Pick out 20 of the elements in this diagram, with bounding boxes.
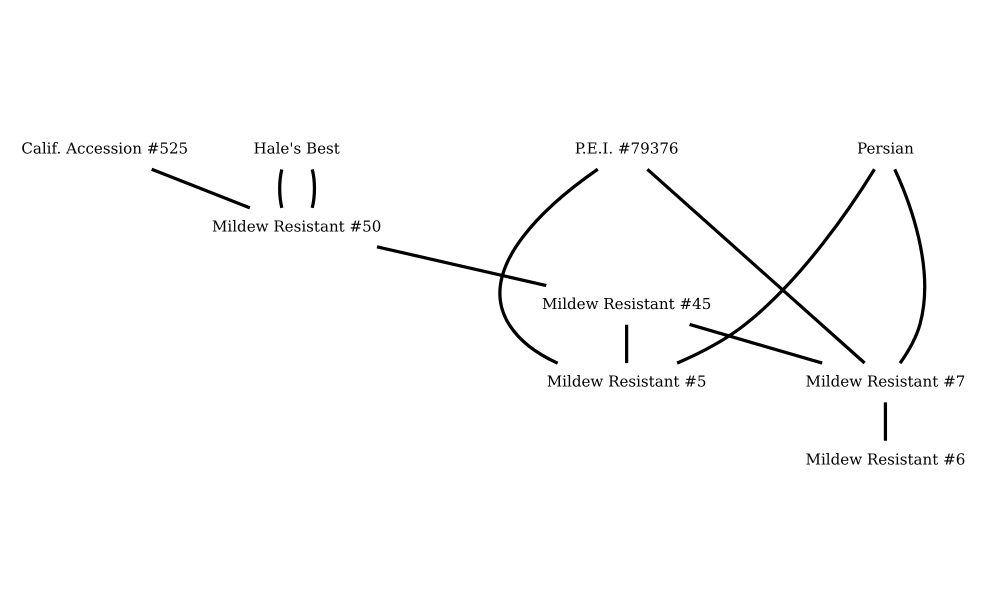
connector — [676, 168, 876, 365]
node-text: Mildew Resistant #6 — [806, 450, 966, 468]
node-text: P.E.I. #79376 — [574, 140, 679, 158]
node-text: Mildew Resistant #5 — [546, 372, 707, 391]
connector — [884, 402, 888, 441]
node-text: Calif. Accession #525 — [21, 140, 188, 158]
connector — [310, 169, 316, 208]
connector — [376, 245, 547, 288]
connector — [646, 168, 866, 364]
connector — [893, 168, 926, 364]
connector — [151, 168, 250, 210]
node-text: Mildew Resistant #50 — [212, 217, 382, 236]
connector — [689, 322, 823, 365]
connector — [498, 168, 599, 365]
connector — [625, 324, 628, 364]
node-text: Mildew Resistant #45 — [542, 294, 712, 313]
node-text: Mildew Resistant #7 — [806, 372, 966, 391]
connector — [278, 169, 284, 208]
node-text: Hale's Best — [253, 140, 340, 158]
node-text: Persian — [857, 140, 914, 158]
